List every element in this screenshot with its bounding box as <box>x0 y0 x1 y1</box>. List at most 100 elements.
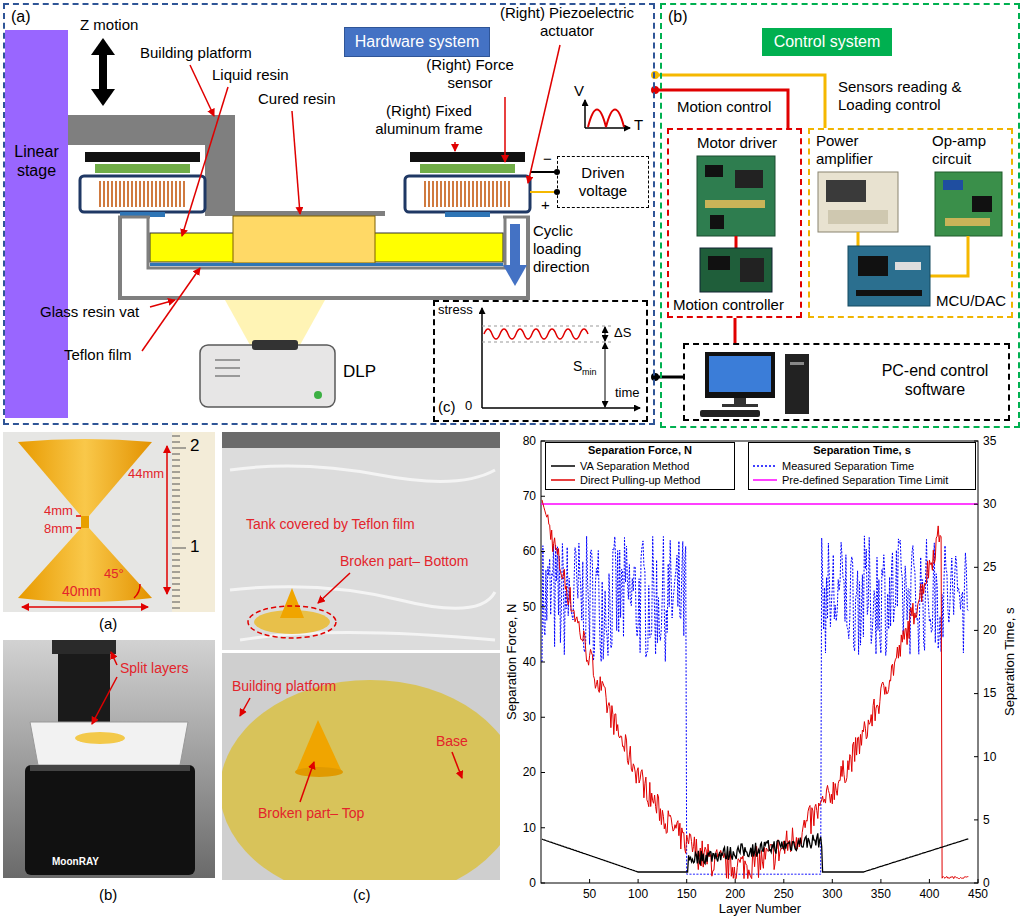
photo-cone-part <box>76 516 81 528</box>
hardware-drawing <box>233 216 375 263</box>
section-title: Hardware system <box>355 32 479 51</box>
connector <box>655 90 788 128</box>
hardware-drawing <box>445 212 490 217</box>
panel-letter: (c) <box>438 398 456 416</box>
separation-chart <box>974 441 978 883</box>
tick-label: 0 <box>529 876 536 890</box>
legend-text: Pre-defined Separation Time Limit <box>782 474 948 486</box>
control-hardware-pictures <box>828 210 888 224</box>
leader-line <box>528 45 560 183</box>
stage-label: Linear stage <box>5 142 68 180</box>
legend-heading: Separation Time, s <box>749 444 975 457</box>
polarity-sign: − <box>543 150 552 168</box>
control-hardware-pictures <box>705 200 765 208</box>
photo-annotation: Broken part– Top <box>258 805 364 822</box>
photo-printer <box>92 677 117 724</box>
photo-broken-part <box>318 573 350 603</box>
photo-printer <box>3 640 215 878</box>
tick-label: 50 <box>583 887 596 901</box>
control-hardware-pictures <box>740 258 764 282</box>
connector-dot <box>651 373 659 381</box>
photo-printer <box>30 765 190 771</box>
photo-cone-part <box>22 606 148 608</box>
separation-chart <box>541 441 978 883</box>
control-hardware-pictures <box>826 180 866 202</box>
control-hardware-pictures <box>943 180 963 190</box>
photo-annotation: Broken part– Bottom <box>340 553 468 570</box>
legend-text: Direct Pulling-up Method <box>580 474 700 486</box>
stress-plot <box>484 329 588 339</box>
brand-text: MoonRAY <box>52 856 99 868</box>
part-label: Cyclic loading direction <box>533 222 605 276</box>
tick-label: 30 <box>983 497 996 511</box>
photo-broken-part <box>230 466 495 640</box>
control-hardware-pictures <box>785 354 809 414</box>
legend-line-sample <box>551 465 575 467</box>
photo-broken-part <box>452 752 462 778</box>
part-label: Glass resin vat <box>40 303 139 321</box>
photo-printer <box>111 652 117 665</box>
control-hardware-pictures <box>700 410 760 417</box>
part-label: (Right) Force sensor <box>420 56 520 92</box>
control-hardware-pictures <box>735 236 738 248</box>
hardware-drawing <box>95 164 190 173</box>
hardware-drawing <box>530 171 557 173</box>
control-hardware-pictures <box>972 196 992 212</box>
separation-chart <box>542 500 968 879</box>
separation-chart <box>542 833 968 872</box>
dimension-label: 40mm <box>62 583 101 600</box>
legend-line-sample <box>752 462 778 470</box>
control-hardware-pictures <box>705 352 775 398</box>
control-hardware-pictures <box>709 356 771 392</box>
part-label: Motor driver <box>697 134 777 152</box>
part-label: Building platform <box>140 44 252 62</box>
tick-label: 5 <box>983 813 990 827</box>
box-label: PC-end control software <box>870 361 1000 399</box>
connector-dot <box>651 86 659 94</box>
dimension-label: ΔS <box>614 325 631 341</box>
dimension-label: 4mm <box>44 503 73 519</box>
hardware-drawing <box>148 217 505 268</box>
tick-label: 350 <box>871 887 891 901</box>
photo-cone-part <box>172 436 186 608</box>
leader-line <box>182 87 228 236</box>
connector <box>655 75 825 128</box>
hardware-drawing <box>68 115 385 216</box>
photo-annotation: Base <box>436 733 468 750</box>
photo-broken-part <box>295 767 343 777</box>
subscript: min <box>582 367 597 378</box>
stress-plot <box>482 407 640 409</box>
tick-label: 60 <box>523 544 536 558</box>
photo-broken-part <box>220 432 520 900</box>
photo-cone-part <box>3 432 215 612</box>
motion-control-box: Motion controlMotor driverMotion control… <box>667 128 802 318</box>
linear-stage: Linear stage <box>5 30 68 418</box>
separation-chart <box>590 879 978 883</box>
part-label: Op-amp circuit <box>932 132 1012 168</box>
photo-printer <box>25 765 195 875</box>
leader-line <box>150 300 175 307</box>
part-label: DLP <box>343 362 376 382</box>
photo-printer <box>75 732 125 744</box>
photo-broken-part <box>296 720 342 772</box>
tick-label: 25 <box>983 560 996 574</box>
tick-label: 80 <box>523 434 536 448</box>
leader-line <box>504 97 506 162</box>
control-hardware-pictures <box>697 156 775 236</box>
hardware-drawing <box>425 181 509 207</box>
hardware-drawing <box>420 164 515 173</box>
leader-line <box>454 142 456 151</box>
pc-box: PC-end control software <box>683 343 1010 421</box>
axis-label: V <box>574 82 584 100</box>
tick-label: 15 <box>983 686 996 700</box>
legend-line-sample <box>753 465 777 467</box>
part-label: MCU/DAC <box>936 292 1006 310</box>
box-label: Driven voltage <box>561 164 645 200</box>
legend-line-sample <box>550 476 576 484</box>
tick-label: 70 <box>523 489 536 503</box>
stress-plot <box>605 327 606 341</box>
control-hardware-pictures <box>935 172 1002 236</box>
control-hardware-pictures <box>945 218 990 226</box>
tick-label: 100 <box>628 887 648 901</box>
